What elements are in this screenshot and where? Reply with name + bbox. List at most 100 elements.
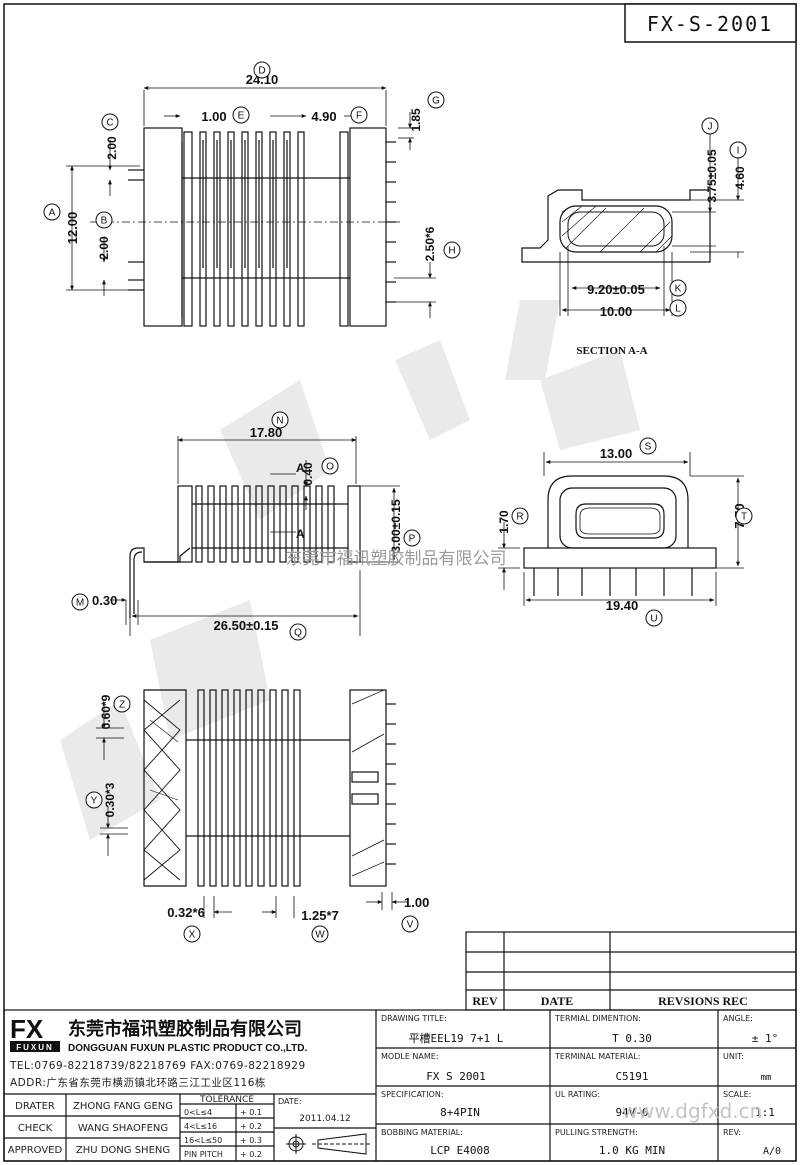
side-view-fin (219, 485, 227, 563)
approved-label: APPROVED (8, 1145, 63, 1156)
angle-value: ± 1° (752, 1032, 779, 1045)
dim-C: 2.00 (105, 136, 119, 160)
dim-N: 17.80 (250, 425, 283, 440)
date-value: 2011.04.12 (299, 1114, 351, 1124)
side-view-fin (315, 485, 323, 563)
balloon-label-A: A (49, 208, 56, 219)
side-view-labels: 17.80 A A 0.40 3.00±0.15 0.30 26.50±0.15 (92, 425, 403, 633)
balloon-U (645, 609, 663, 627)
balloon-X (183, 925, 201, 943)
check-name: WANG SHAOFENG (78, 1123, 168, 1134)
bottom-view-labels: 0.60*9 0.30*3 1.00 0.32*6 1.25*7 (99, 694, 429, 923)
model-name: FX S 2001 (426, 1070, 486, 1083)
balloon-Z (113, 695, 131, 713)
watermark-company: 东莞市福讯塑胶制品有限公司 (286, 549, 507, 569)
drater-name: ZHONG FANG GENG (73, 1101, 173, 1112)
bottom-view-fin (269, 689, 277, 887)
dim-Z: 0.60*9 (99, 694, 113, 729)
side-view-fin (195, 485, 203, 563)
top-view-fin (241, 131, 249, 327)
scale-label: SCALE: (723, 1090, 751, 1099)
top-view-fin (297, 131, 305, 327)
side-view-fin (255, 485, 263, 563)
rev-header-rev: REV (472, 994, 498, 1008)
dim-H: 2.50*6 (423, 226, 437, 261)
ul-label: UL RATING: (555, 1090, 600, 1099)
approved-name: ZHU DONG SHENG (76, 1145, 170, 1156)
balloon-label-D: D (258, 66, 265, 77)
projection-symbol-icon (286, 1133, 372, 1155)
balloon-label-H: H (448, 246, 455, 257)
section-marker-top: A (296, 461, 305, 475)
company-logo: FX FUXUN (10, 1014, 60, 1052)
dim-F: 4.90 (311, 109, 336, 124)
balloon-T (735, 507, 753, 525)
ul-value: 94V-0 (615, 1106, 648, 1119)
rev-header-date: DATE (541, 994, 573, 1008)
terminal-mat-value: C5191 (615, 1070, 648, 1083)
dim-W: 1.25*7 (301, 908, 339, 923)
drawing-title-label: DRAWING TITLE: (381, 1014, 447, 1023)
top-view-fin (269, 131, 277, 327)
side-view-fin (243, 485, 251, 563)
unit-label: UNIT: (723, 1052, 744, 1061)
balloon-label-M: M (76, 598, 84, 609)
dim-R: 1.70 (497, 510, 511, 534)
drawing-title: 平槽EEL19 7+1 L (409, 1032, 504, 1045)
balloon-D (253, 61, 271, 79)
terminal-dim-value: T 0.30 (612, 1032, 652, 1045)
side-view-fin (279, 485, 287, 563)
dim-A: 12.00 (65, 212, 80, 245)
dim-L: 10.00 (600, 304, 633, 319)
dim-I: 4.60 (733, 166, 747, 190)
tolerance-value: + 0.1 (240, 1108, 262, 1117)
check-label: CHECK (18, 1123, 53, 1134)
balloon-N (271, 411, 289, 429)
side-view-fin (267, 485, 275, 563)
balloon-label-F: F (356, 111, 362, 122)
bobbin-label: BOBBING MATERIAL: (381, 1128, 463, 1137)
dim-M: 0.30 (92, 593, 117, 608)
end-view (498, 452, 744, 606)
bottom-view-fin (245, 689, 253, 887)
tolerance-label: TOLERANCE (199, 1095, 254, 1105)
balloon-label-Q: Q (294, 628, 302, 639)
dim-G: 1.85 (409, 108, 423, 132)
section-marker-bottom: A (296, 527, 305, 541)
bottom-view-fin (257, 689, 265, 887)
pull-value: 1.0 KG MIN (599, 1144, 665, 1157)
sheet-border (3, 3, 797, 1162)
dim-X: 0.32*6 (167, 905, 205, 920)
top-view-labels: 24.10 1.00 4.90 1.85 2.00 12.00 2.00 2.5… (65, 72, 437, 261)
date-label: DATE: (278, 1097, 302, 1106)
balloon-Q (289, 623, 307, 641)
balloon-F (350, 106, 368, 124)
dim-Y: 0.30*3 (103, 782, 117, 817)
balloon-W (311, 925, 329, 943)
balloon-label-E: E (238, 111, 245, 122)
balloon-label-R: R (516, 512, 523, 523)
section-labels: 3.75±0.05 4.60 9.20±0.05 10.00 SECTION A… (576, 149, 747, 357)
balloon-label-I: I (737, 146, 740, 157)
unit-value: mm (761, 1073, 772, 1083)
drawing-number-box: FX-S-2001 (624, 3, 797, 43)
balloon-H (443, 241, 461, 259)
balloon-label-Z: Z (119, 700, 125, 711)
balloon-label-K: K (675, 284, 682, 295)
top-view-fin (199, 131, 207, 327)
balloon-label-W: W (315, 930, 325, 941)
bottom-view-fin (197, 689, 205, 887)
dim-B: 2.00 (97, 236, 111, 260)
dim-P: 3.00±0.15 (389, 499, 403, 553)
rev-label: REV: (723, 1128, 741, 1137)
drawing-number: FX-S-2001 (647, 12, 773, 36)
pull-label: PULLING STRENGTH: (555, 1128, 638, 1137)
side-view (110, 436, 400, 636)
balloon-M (71, 593, 89, 611)
logo-fx: FX (10, 1014, 44, 1044)
bottom-view-fin (209, 689, 217, 887)
balloon-I (729, 141, 747, 159)
